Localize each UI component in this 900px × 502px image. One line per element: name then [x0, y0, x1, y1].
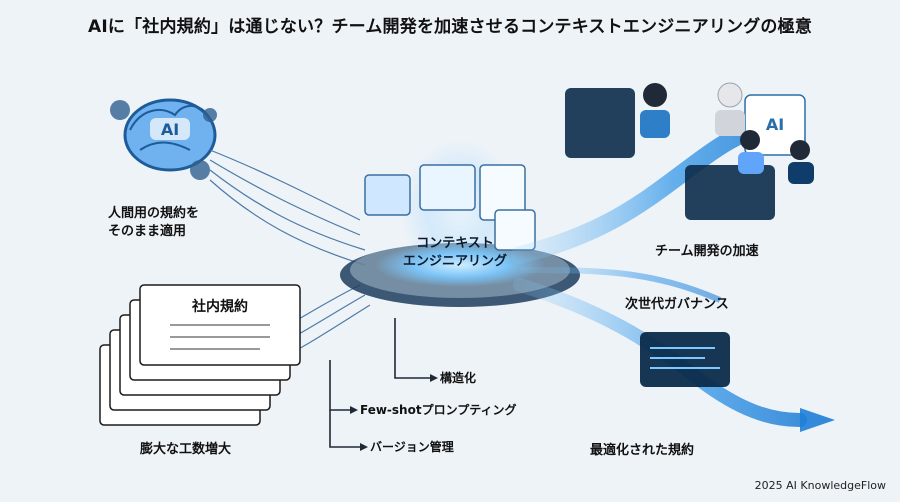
- brain-ai-text: AI: [161, 120, 179, 139]
- right-middle-label: 次世代ガバナンス: [625, 297, 729, 312]
- bullet-few-shot: Few-shotプロンプティング: [360, 403, 517, 417]
- bullet-structure: 構造化: [440, 371, 477, 385]
- left-top-line-2: そのまま適用: [108, 223, 187, 239]
- bullet-connector: [329, 318, 438, 451]
- center-core: [340, 140, 580, 307]
- left-top-label: 人間用の規約を そのまま適用: [108, 205, 199, 240]
- bullet-version-control: バージョン管理: [370, 440, 454, 454]
- ai-brain-icon: AI: [110, 98, 217, 180]
- right-bottom-label: 最適化された規約: [590, 443, 695, 458]
- center-line-1: コンテキスト: [416, 236, 494, 251]
- page-title: AIに「社内規約」は通じない？チーム開発を加速させるコンテキストエンジニアリング…: [87, 17, 813, 37]
- left-bottom-label: 膨大な工数増大: [140, 442, 232, 457]
- code-window-icon: [640, 332, 730, 387]
- footer-credit: 2025 AI KnowledgeFlow: [754, 479, 886, 492]
- team-work-icon: AI: [565, 82, 814, 220]
- right-top-label: チーム開発の加速: [655, 244, 759, 259]
- document-stack-icon: 社内規約: [99, 284, 301, 426]
- center-label: コンテキスト エンジニアリング: [395, 235, 515, 271]
- center-line-2: エンジニアリング: [402, 254, 507, 270]
- doc-title: 社内規約: [191, 298, 248, 315]
- left-top-line-1: 人間用の規約を: [108, 206, 200, 221]
- ai-badge: AI: [766, 115, 784, 134]
